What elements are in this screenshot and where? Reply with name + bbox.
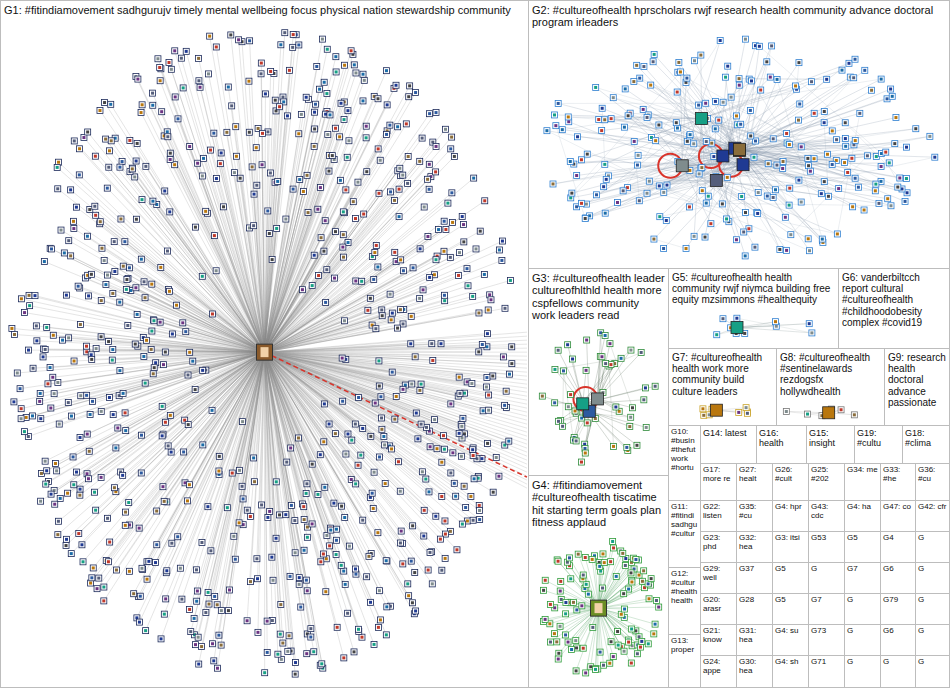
network-canvas: G1: #fitindiamovement sadhgurujv timely … xyxy=(0,0,950,688)
